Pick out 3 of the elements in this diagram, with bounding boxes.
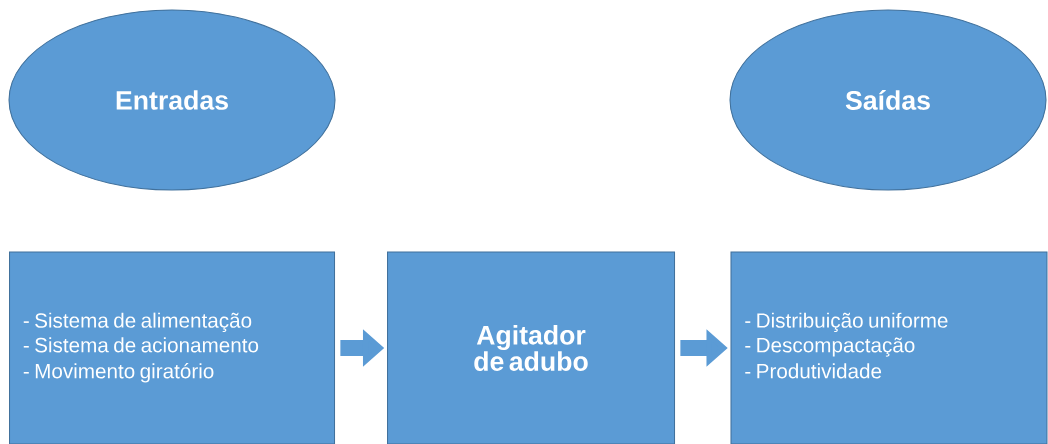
process-box: Agitador de adubo xyxy=(386,251,676,444)
list-box: - Sistema de alimentação - Sistema de acionamento - Movimento giratório xyxy=(8,251,336,444)
list-box: - Distribuição uniforme - Descompactação - Produtividade xyxy=(730,251,1048,444)
